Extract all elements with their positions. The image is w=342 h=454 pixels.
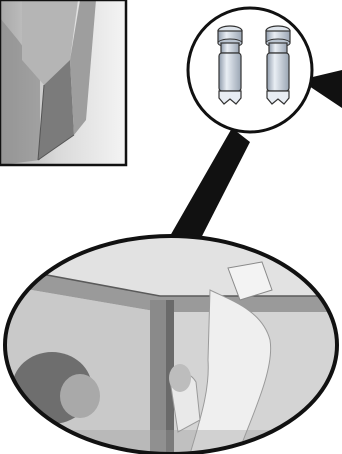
top-left-detail-panel [0,0,126,165]
callout-circle [188,8,312,132]
install-callout [0,128,342,454]
support-pin-left [218,26,242,104]
pin-callout [188,8,342,132]
callout-pointer-bottom [170,128,250,240]
support-pin-right [266,26,290,104]
